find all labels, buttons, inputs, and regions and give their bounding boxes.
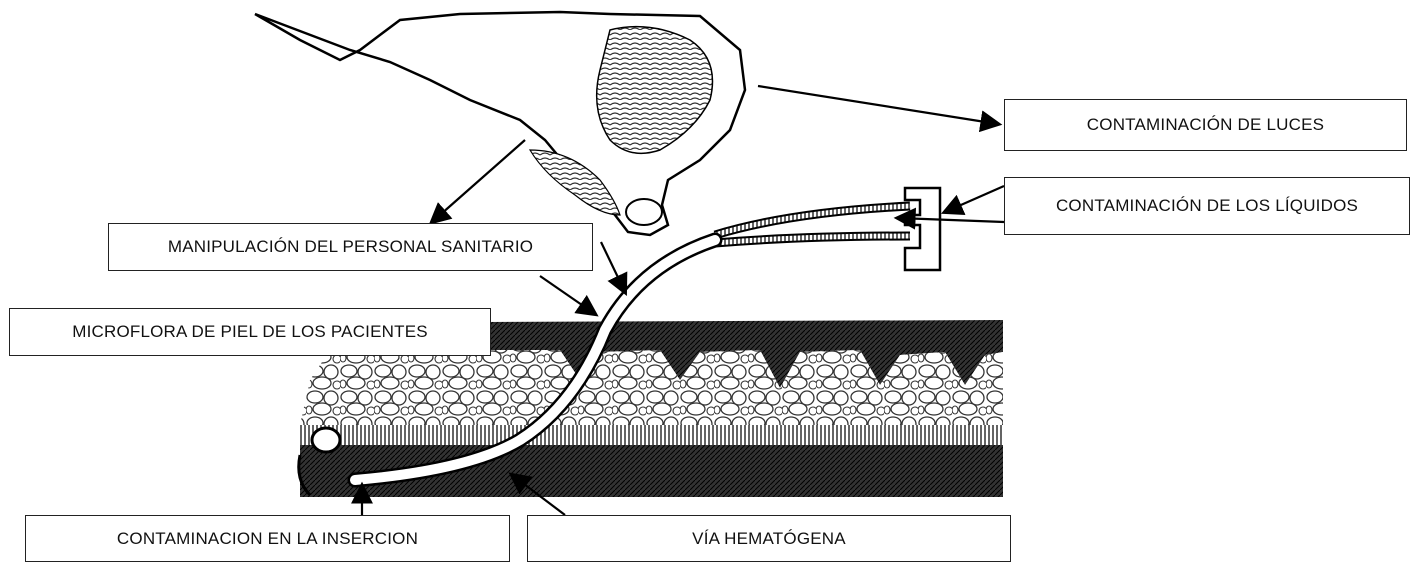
label-microflora-piel: MICROFLORA DE PIEL DE LOS PACIENTES (9, 308, 491, 356)
catheter-tube-upper (715, 206, 910, 235)
arrow-manip-2 (601, 242, 625, 292)
label-manipulacion-personal: MANIPULACIÓN DEL PERSONAL SANITARIO (108, 223, 593, 271)
label-via-hematogena: VÍA HEMATÓGENA (527, 515, 1011, 562)
catheter-connector (905, 188, 940, 270)
vessel-opening (312, 428, 340, 452)
arrow-liquidos-1 (945, 186, 1004, 212)
arrow-luces (758, 86, 998, 124)
label-contaminacion-luces: CONTAMINACIÓN DE LUCES (1004, 99, 1407, 151)
fingernail (626, 199, 662, 225)
arrow-manip-1 (432, 140, 525, 222)
hand-illustration (255, 12, 745, 235)
arrow-microflora (540, 276, 595, 314)
label-contaminacion-insercion: CONTAMINACION EN LA INSERCION (25, 515, 510, 562)
label-contaminacion-liquidos: CONTAMINACIÓN DE LOS LÍQUIDOS (1004, 177, 1410, 235)
subcutaneous-fat-layer (300, 350, 1003, 425)
fascia-layer (300, 425, 1003, 445)
